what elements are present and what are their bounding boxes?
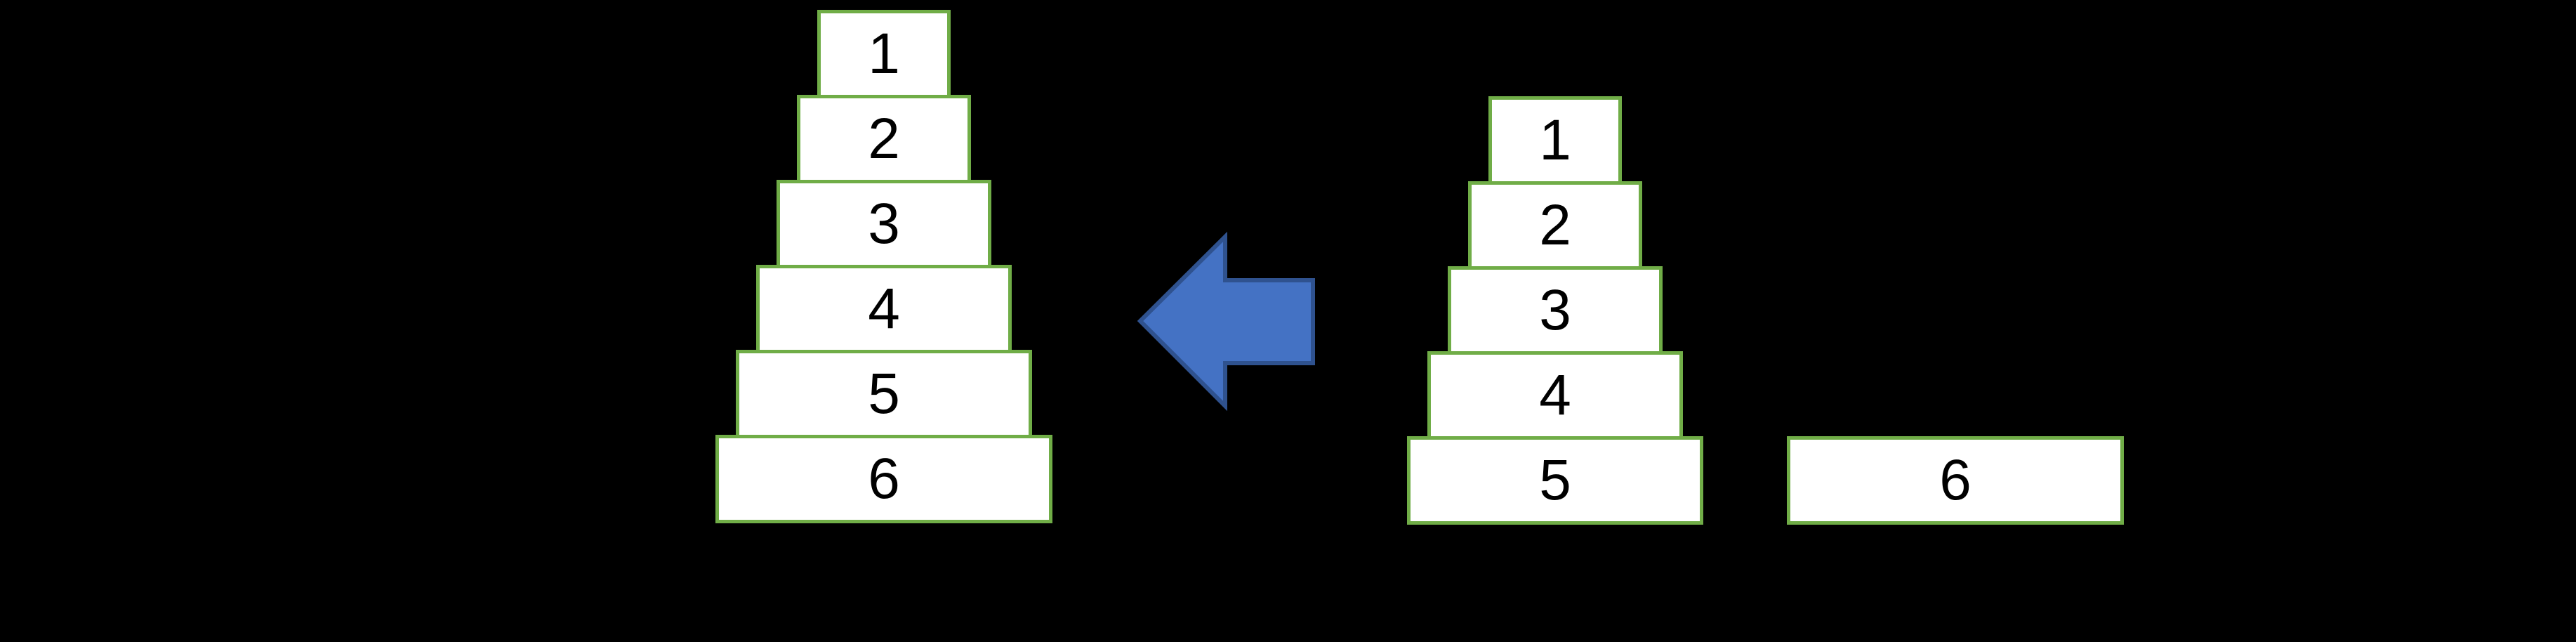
left-tower-block-1: 1 [817, 10, 951, 98]
floating-block-6: 6 [1787, 436, 2124, 525]
left-tower-block-3: 3 [777, 180, 991, 268]
right-tower-block-1: 1 [1488, 96, 1622, 185]
left-tower-block-4: 4 [756, 265, 1012, 353]
left-tower-block-6: 6 [715, 435, 1052, 523]
right-tower-block-3: 3 [1448, 266, 1663, 355]
left-tower-block-5: 5 [736, 350, 1032, 438]
right-tower: 1 2 3 4 5 [1387, 96, 1724, 525]
right-tower-block-2: 2 [1468, 181, 1642, 270]
right-tower-block-4: 4 [1427, 351, 1683, 440]
left-tower: 1 2 3 4 5 6 [715, 10, 1052, 523]
left-arrow-icon [1137, 231, 1315, 412]
left-tower-block-2: 2 [797, 95, 971, 183]
right-tower-block-5: 5 [1407, 436, 1703, 525]
